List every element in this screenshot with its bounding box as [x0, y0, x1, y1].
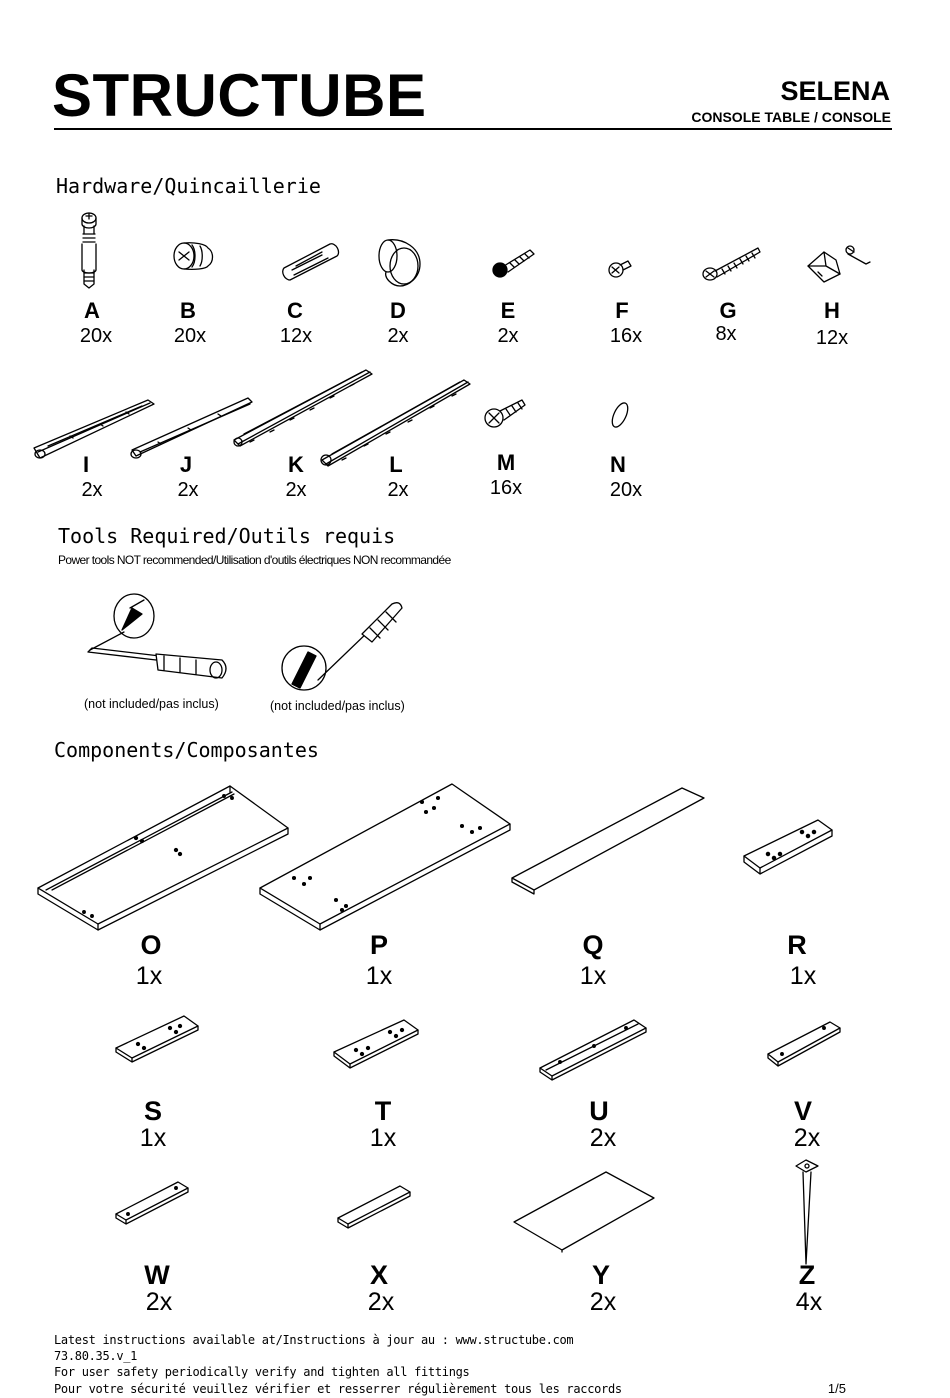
- hardware-letter: K: [288, 452, 304, 477]
- hardware-qty: 2x: [497, 325, 519, 347]
- header-divider: [54, 128, 892, 130]
- tools-note: Power tools NOT recommended/Utilisation …: [58, 553, 451, 567]
- component-qty: 2x: [589, 1124, 617, 1152]
- page-number: 1/5: [827, 1381, 846, 1396]
- panel-p-drawing: [259, 783, 511, 931]
- hardware-qty: 2x: [81, 479, 103, 501]
- component-letter: W: [144, 1260, 170, 1290]
- tool-caption: (not included/pas inclus): [84, 697, 219, 711]
- hardware-letter: L: [389, 452, 403, 477]
- tool-caption: (not included/pas inclus): [270, 699, 405, 713]
- hardware-qty: 2x: [177, 479, 199, 501]
- leg-z-drawing: [795, 1159, 819, 1265]
- footer-line: 73.80.35.v_1: [54, 1349, 138, 1364]
- bracket-with-screw-icon: [807, 245, 871, 283]
- wood-dowel-icon: [282, 243, 340, 281]
- hardware-letter: H: [824, 298, 840, 323]
- hardware-letter: I: [82, 452, 90, 477]
- components-section-title: Components/Composantes: [54, 738, 319, 762]
- component-qty: 2x: [145, 1288, 173, 1316]
- cam-bolt-icon: [81, 212, 97, 289]
- hardware-qty: 2x: [285, 479, 307, 501]
- knob-icon: [378, 239, 421, 287]
- hardware-letter: J: [179, 452, 193, 477]
- flat-head-screw-icon: [484, 399, 526, 428]
- footer-line: Pour votre sécurité veuillez vérifier et…: [54, 1381, 622, 1396]
- panel-r-drawing: [743, 819, 833, 875]
- drawer-slide-icon: [320, 379, 471, 467]
- drawer-slide-icon: [130, 397, 253, 459]
- phillips-screwdriver-icon: [87, 593, 227, 679]
- component-qty: 1x: [139, 1124, 167, 1152]
- component-qty: 2x: [793, 1124, 821, 1152]
- component-qty: 1x: [365, 962, 393, 990]
- hardware-letter: D: [390, 298, 406, 323]
- footer-notes: Latest instructions available at/Instruc…: [54, 1332, 622, 1397]
- hardware-letter: F: [615, 298, 629, 323]
- hardware-qty: 20x: [173, 325, 207, 347]
- drawer-slide-icon: [33, 399, 155, 459]
- component-qty: 2x: [589, 1288, 617, 1316]
- flat-screwdriver-icon: [281, 602, 403, 691]
- cam-lock-icon: [173, 242, 214, 271]
- panel-y-drawing: [513, 1171, 655, 1253]
- component-qty: 1x: [789, 962, 817, 990]
- hardware-qty: 20x: [609, 479, 643, 501]
- footer-line: Latest instructions available at/Instruc…: [54, 1333, 574, 1347]
- component-letter: T: [374, 1096, 392, 1126]
- component-letter: X: [369, 1260, 388, 1290]
- hardware-qty: 16x: [609, 325, 643, 347]
- hardware-letter: G: [719, 298, 737, 323]
- short-screw-icon: [608, 260, 632, 278]
- hardware-letter: E: [500, 298, 516, 323]
- hardware-letter: C: [287, 298, 303, 323]
- footer-line: For user safety periodically verify and …: [54, 1365, 470, 1380]
- hardware-qty: 2x: [387, 479, 409, 501]
- component-letter: P: [369, 930, 388, 960]
- hardware-qty: 12x: [279, 325, 313, 347]
- tools-section-title: Tools Required/Outils requis: [58, 524, 396, 548]
- component-letter: S: [143, 1096, 162, 1126]
- hardware-qty: 2x: [387, 325, 409, 347]
- panel-w-drawing: [115, 1181, 189, 1225]
- hardware-letter: N: [610, 452, 626, 477]
- hardware-qty: 20x: [79, 325, 113, 347]
- component-qty: 4x: [795, 1288, 823, 1316]
- hardware-letter: M: [496, 450, 516, 475]
- hardware-qty: 8x: [715, 323, 737, 345]
- washer-icon: [611, 402, 629, 428]
- component-letter: U: [589, 1096, 609, 1126]
- panel-t-drawing: [333, 1019, 419, 1069]
- brand-logo: STRUCTUBE: [52, 62, 427, 129]
- panel-v-drawing: [767, 1021, 841, 1067]
- drawer-slide-icon: [233, 369, 373, 447]
- hardware-letter: A: [84, 298, 100, 323]
- component-letter: R: [787, 930, 807, 960]
- hardware-section-title: Hardware/Quincaillerie: [56, 174, 321, 198]
- product-subtitle: CONSOLE TABLE / CONSOLE: [691, 109, 891, 125]
- long-screw-icon: [702, 247, 761, 281]
- component-letter: Z: [798, 1260, 816, 1290]
- machine-screw-icon: [492, 249, 535, 278]
- component-letter: Y: [591, 1260, 610, 1290]
- panel-s-drawing: [115, 1015, 199, 1063]
- product-name: SELENA: [780, 76, 890, 106]
- panel-q-drawing: [511, 787, 705, 895]
- component-qty: 1x: [369, 1124, 397, 1152]
- hardware-qty: 16x: [489, 477, 523, 499]
- component-letter: O: [140, 930, 162, 960]
- component-qty: 2x: [367, 1288, 395, 1316]
- panel-x-drawing: [337, 1185, 411, 1229]
- component-letter: V: [793, 1096, 812, 1126]
- hardware-letter: B: [180, 298, 196, 323]
- panel-u-drawing: [539, 1019, 647, 1081]
- component-letter: Q: [582, 930, 604, 960]
- component-qty: 1x: [579, 962, 607, 990]
- component-qty: 1x: [135, 962, 163, 990]
- panel-o-drawing: [37, 785, 289, 931]
- hardware-qty: 12x: [815, 327, 849, 349]
